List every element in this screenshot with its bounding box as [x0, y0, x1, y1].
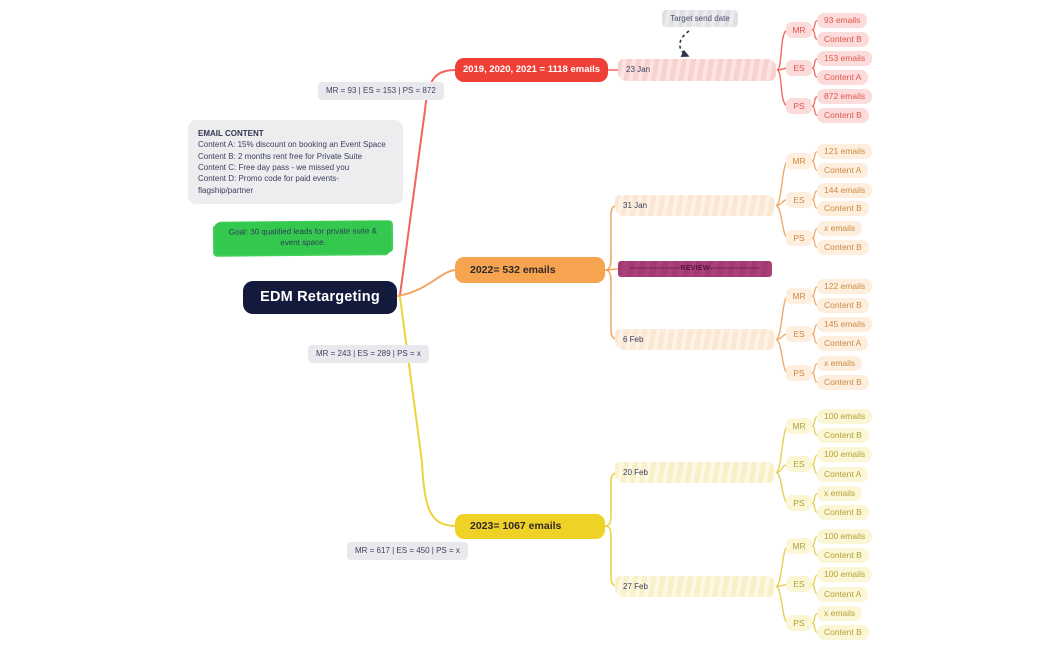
- leaf-node-content[interactable]: Content A: [817, 587, 869, 602]
- branch-stats-2019-2021[interactable]: MR = 93 | ES = 153 | PS = 872: [318, 82, 444, 100]
- leaf-node-content[interactable]: Content B: [817, 505, 869, 520]
- group-node-mr[interactable]: MR: [786, 538, 812, 554]
- leaf-node-content[interactable]: Content B: [817, 298, 869, 313]
- leaf-node-content[interactable]: Content A: [817, 70, 869, 85]
- leaf-node-content[interactable]: Content A: [817, 467, 869, 482]
- leaf-node-emails[interactable]: 122 emails: [817, 279, 873, 294]
- date-node-23-jan[interactable]: 23 Jan: [618, 59, 776, 81]
- leaf-node-emails[interactable]: 100 emails: [817, 529, 873, 544]
- leaf-node-content[interactable]: Content B: [817, 375, 869, 390]
- group-node-ps[interactable]: PS: [786, 98, 812, 114]
- group-node-es[interactable]: ES: [786, 576, 812, 592]
- group-node-es[interactable]: ES: [786, 192, 812, 208]
- leaf-node-emails[interactable]: 100 emails: [817, 409, 873, 424]
- branch-node-2022[interactable]: 2022= 532 emails: [455, 257, 605, 283]
- date-node-6-feb[interactable]: 6 Feb: [615, 329, 775, 350]
- leaf-node-emails[interactable]: 121 emails: [817, 144, 873, 159]
- group-node-ps[interactable]: PS: [786, 230, 812, 246]
- leaf-node-emails[interactable]: 100 emails: [817, 567, 873, 582]
- leaf-node-content[interactable]: Content B: [817, 625, 869, 640]
- leaf-node-content[interactable]: Content B: [817, 428, 869, 443]
- group-node-mr[interactable]: MR: [786, 418, 812, 434]
- leaf-node-emails[interactable]: 144 emails: [817, 183, 873, 198]
- target-send-date-note[interactable]: Target send date: [662, 10, 738, 27]
- branch-node-2023[interactable]: 2023= 1067 emails: [455, 514, 605, 539]
- email-content-line: Content A: 15% discount on booking an Ev…: [198, 140, 386, 150]
- group-node-ps[interactable]: PS: [786, 615, 812, 631]
- email-content-line: Content B: 2 months rent free for Privat…: [198, 151, 363, 161]
- email-content-line: Content D: Promo code for paid events-fl…: [198, 174, 339, 195]
- leaf-node-content[interactable]: Content A: [817, 336, 869, 351]
- date-node-27-feb[interactable]: 27 Feb: [615, 576, 775, 597]
- group-node-mr[interactable]: MR: [786, 288, 812, 304]
- leaf-node-content[interactable]: Content A: [817, 163, 869, 178]
- leaf-node-content[interactable]: Content B: [817, 108, 869, 123]
- email-content-line: Content C: Free day pass - we missed you: [198, 163, 350, 173]
- leaf-node-content[interactable]: Content B: [817, 548, 869, 563]
- group-node-es[interactable]: ES: [786, 456, 812, 472]
- branch-node-2019-2021[interactable]: 2019, 2020, 2021 = 1118 emails: [455, 58, 608, 82]
- leaf-node-emails[interactable]: x emails: [817, 606, 863, 621]
- group-node-es[interactable]: ES: [786, 326, 812, 342]
- leaf-node-content[interactable]: Content B: [817, 32, 869, 47]
- central-topic-node[interactable]: EDM Retargeting: [243, 281, 397, 314]
- leaf-node-emails[interactable]: x emails: [817, 356, 863, 371]
- goal-note[interactable]: Goal: 30 qualified leads for private sui…: [214, 221, 392, 255]
- group-node-es[interactable]: ES: [786, 60, 812, 76]
- leaf-node-content[interactable]: Content B: [817, 201, 869, 216]
- email-content-title: EMAIL CONTENT: [198, 129, 264, 138]
- leaf-node-emails[interactable]: 93 emails: [817, 13, 868, 28]
- group-node-ps[interactable]: PS: [786, 365, 812, 381]
- group-node-mr[interactable]: MR: [786, 22, 812, 38]
- review-note[interactable]: -------------------REVIEW---------------…: [618, 261, 772, 277]
- branch-stats-2022[interactable]: MR = 243 | ES = 289 | PS = x: [308, 345, 429, 363]
- leaf-node-emails[interactable]: 153 emails: [817, 51, 873, 66]
- group-node-mr[interactable]: MR: [786, 153, 812, 169]
- leaf-node-emails[interactable]: x emails: [817, 221, 863, 236]
- group-node-ps[interactable]: PS: [786, 495, 812, 511]
- leaf-node-emails[interactable]: 872 emails: [817, 89, 873, 104]
- branch-stats-2023[interactable]: MR = 617 | ES = 450 | PS = x: [347, 542, 468, 560]
- leaf-node-emails[interactable]: 145 emails: [817, 317, 873, 332]
- leaf-node-content[interactable]: Content B: [817, 240, 869, 255]
- date-node-20-feb[interactable]: 20 Feb: [615, 462, 775, 483]
- leaf-node-emails[interactable]: 100 emails: [817, 447, 873, 462]
- leaf-node-emails[interactable]: x emails: [817, 486, 863, 501]
- date-node-31-jan[interactable]: 31 Jan: [615, 195, 775, 216]
- email-content-note[interactable]: EMAIL CONTENT Content A: 15% discount on…: [188, 120, 403, 205]
